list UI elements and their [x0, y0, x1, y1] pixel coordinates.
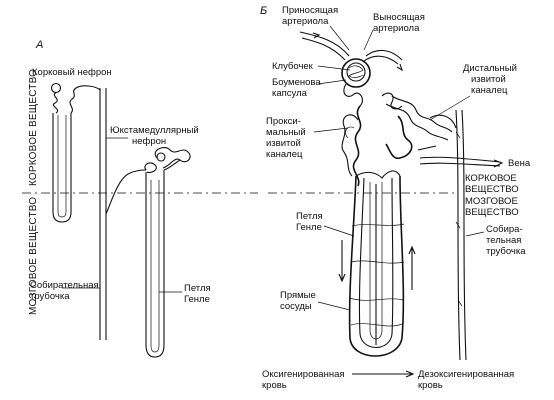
panel-b-medulla-label-1: МОЗГОВОЕ: [465, 196, 518, 207]
vasa-recta-label-1: Прямые: [280, 290, 316, 301]
oxygenated-label-1: Оксигенированная: [262, 369, 345, 380]
panel-b-collecting-pointer: [465, 231, 485, 237]
panel-b-loop-label-1: Петля: [296, 211, 323, 222]
panel-b-cortex-label-1: КОРКОВОЕ: [465, 173, 517, 184]
panel-b-collecting-tubule-shape: [455, 109, 467, 361]
proximal-tubule-shape: [341, 105, 362, 187]
distal-label-1: Дистальный: [463, 63, 517, 74]
bowman-label-1: Боуменова: [272, 77, 321, 88]
panel-a-letter: А: [35, 39, 43, 51]
proximal-label-4: каналец: [266, 149, 303, 160]
glomerulus-label: Клубочек: [272, 61, 314, 72]
proximal-pointer: [313, 127, 349, 133]
panel-b-loop-label-2: Генле: [296, 222, 322, 233]
distal-label-2: извитой: [471, 74, 506, 85]
panel-a-collecting-tubule-shape: [99, 88, 107, 340]
panel-b-collecting-label-1: Собира-: [486, 224, 523, 235]
juxta-label-1: Юкстамедуллярный: [110, 125, 199, 136]
panel-a-loop-label-2: Генле: [184, 294, 210, 305]
panel-b-loop-pointer: [323, 225, 355, 237]
afferent-label-1: Приносящая: [282, 5, 338, 16]
panel-b-cortex-label-2: ВЕЩЕСТВО: [465, 184, 519, 195]
loop-of-henle-shape: [348, 170, 405, 357]
panel-a-medulla-label: МОЗГОВОЕ ВЕЩЕСТВО: [28, 197, 39, 315]
distal-tubule-shape: [381, 92, 457, 160]
panel-a: А КОРКОВОЕ ВЕЩЕСТВО МОЗГОВОЕ ВЕЩЕСТВО Ко…: [22, 39, 258, 358]
vasa-recta-pointer: [317, 301, 351, 311]
vein-shape: [419, 156, 504, 168]
panel-a-collecting-label-2: трубочка: [30, 291, 70, 302]
deoxygenated-label-2: кровь: [418, 380, 443, 391]
panel-b-collecting-label-2: тельная: [486, 235, 521, 246]
panel-a-collecting-label-1: Собирательная: [30, 280, 99, 291]
arterioles-shape: [299, 31, 403, 72]
panel-b-collecting-label-3: трубочка: [486, 246, 526, 257]
juxta-label-2: нефрон: [132, 136, 166, 147]
efferent-label-1: Выносящая: [373, 12, 425, 23]
distal-pointer: [429, 95, 471, 121]
vasa-recta-label-2: сосуды: [280, 301, 312, 312]
panel-b: Б Приносящая артериола Выносящая артерио…: [260, 5, 531, 391]
afferent-label-2: артериола: [282, 16, 329, 27]
panel-a-loop-label-1: Петля: [184, 283, 211, 294]
proximal-label-2: мальный: [266, 127, 306, 138]
proximal-label-1: Прокси-: [266, 116, 301, 127]
efferent-label-2: артериола: [373, 23, 420, 34]
efferent-pointer: [363, 29, 374, 51]
vein-label: Вена: [508, 158, 531, 169]
bowman-pointer: [317, 79, 347, 85]
juxtamedullary-nephron-shape: [105, 147, 191, 358]
cortical-nephron-shape: [50, 82, 101, 223]
bowman-label-2: капсула: [272, 88, 308, 99]
oxygenated-label-2: кровь: [262, 380, 287, 391]
glomerulus-capsule-shape: [341, 58, 371, 107]
panel-b-letter: Б: [260, 5, 267, 17]
panel-a-cortex-label: КОРКОВОЕ ВЕЩЕСТВО: [28, 69, 39, 186]
flow-arrows: [338, 145, 437, 290]
cortical-nephron-label: Корковый нефрон: [32, 67, 112, 78]
distal-label-3: каналец: [471, 85, 508, 96]
glomerulus-pointer: [317, 65, 351, 71]
panel-b-medulla-label-2: ВЕЩЕСТВО: [465, 207, 519, 218]
afferent-pointer: [329, 25, 350, 51]
deoxygenated-label-1: Дезоксигенированная: [418, 369, 514, 380]
proximal-label-3: извитой: [266, 138, 301, 149]
